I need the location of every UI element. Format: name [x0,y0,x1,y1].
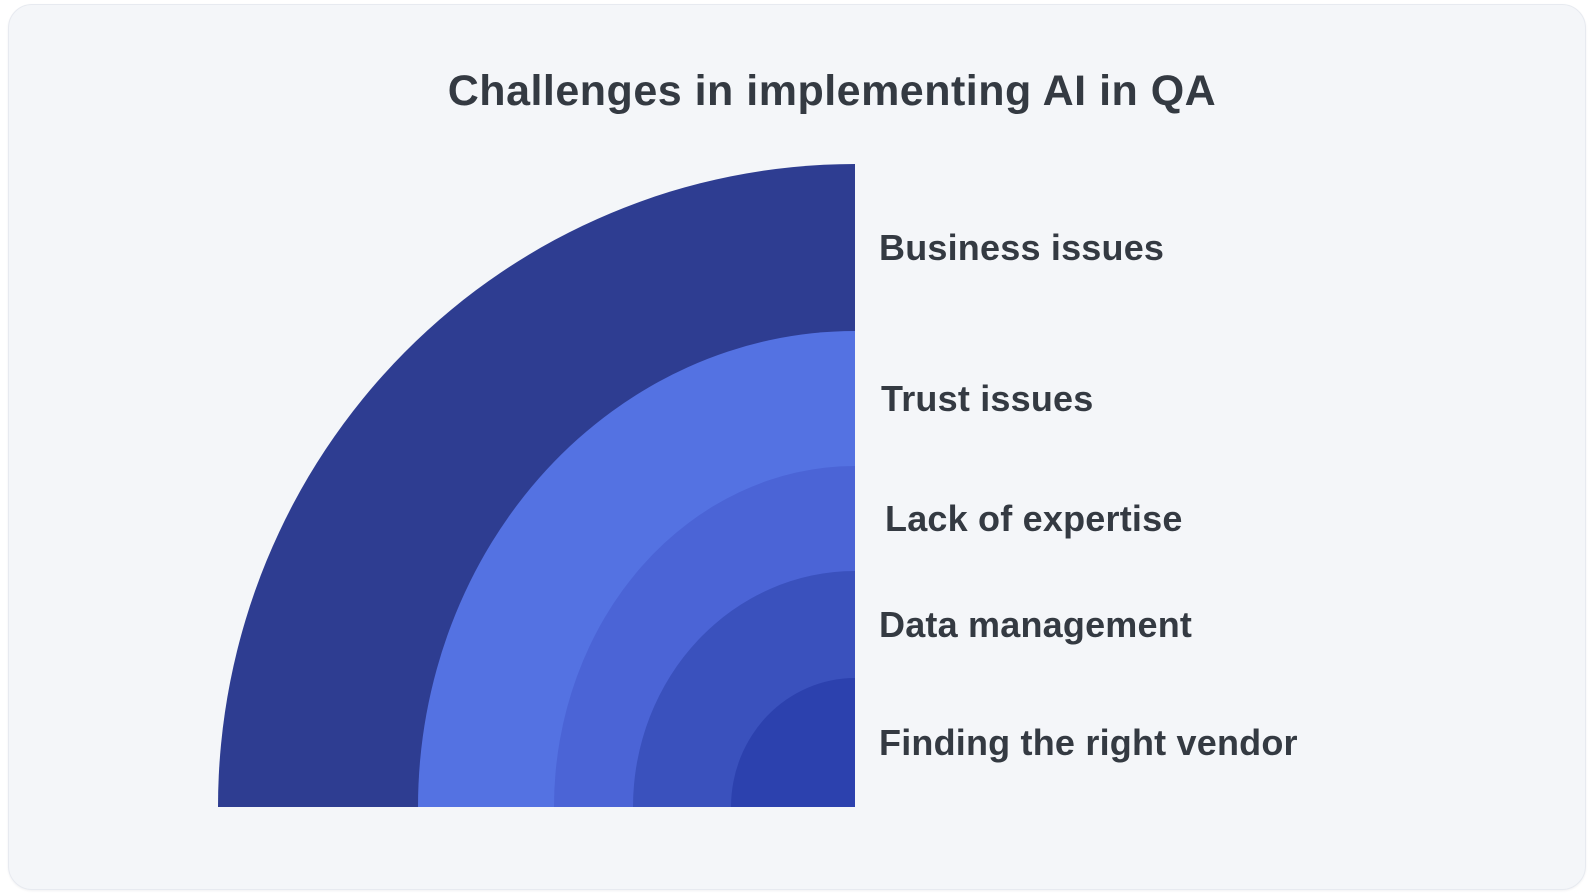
ring-label-lack-of-expertise: Lack of expertise [885,497,1183,539]
quarter-rings-diagram [9,5,855,807]
infographic-card: Challenges in implementing AI in QA Busi… [8,4,1586,890]
ring-label-finding-the-right-vendor: Finding the right vendor [879,721,1298,763]
ring-label-trust-issues: Trust issues [881,377,1094,419]
page-title: Challenges in implementing AI in QA [447,67,1217,115]
ring-label-data-management: Data management [879,603,1193,645]
ring-label-business-issues: Business issues [879,226,1165,268]
